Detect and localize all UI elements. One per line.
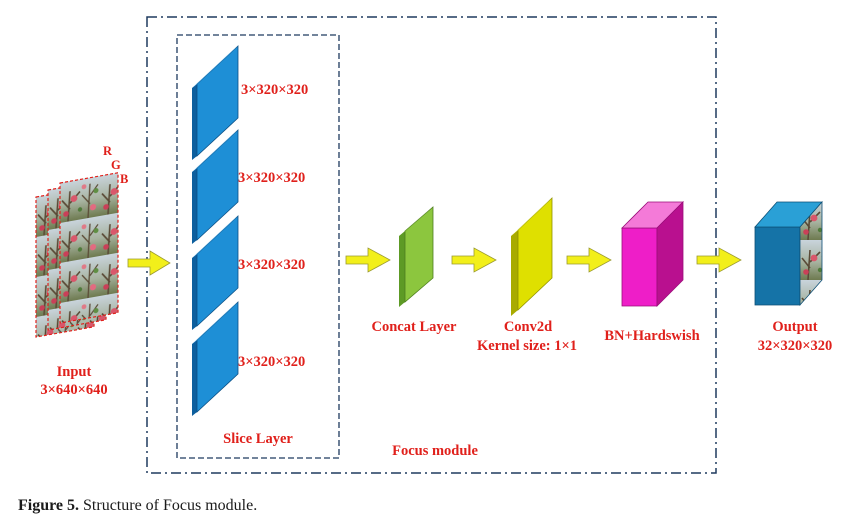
channel-label-b: B	[120, 172, 128, 186]
slice-dims-1: 3×320×320	[241, 82, 308, 98]
slice-dims-3: 3×320×320	[238, 257, 305, 273]
slice-layer-label: Slice Layer	[223, 431, 293, 447]
figure-number: Figure 5.	[18, 497, 80, 514]
input-image-stack	[35, 172, 119, 338]
bn-hardswish-label: BN+Hardswish	[604, 328, 699, 344]
conv2d-label: Conv2d	[504, 319, 552, 335]
conv2d-block	[511, 197, 553, 316]
slice-dims-4: 3×320×320	[238, 354, 305, 370]
arrow-concat-to-conv	[451, 247, 497, 273]
slice-layer-border	[176, 34, 340, 459]
slice-block-3	[192, 215, 239, 330]
bn-hardswish-block	[621, 201, 684, 307]
slice-block-1	[192, 45, 239, 160]
input-dims: 3×640×640	[40, 382, 107, 398]
arrow-bn-to-output	[696, 247, 742, 273]
output-block	[754, 200, 823, 307]
concat-layer-block	[399, 206, 434, 307]
concat-layer-label: Concat Layer	[372, 319, 458, 335]
output-dims: 32×320×320	[758, 338, 833, 354]
figure-caption: Figure 5. Structure of Focus module.	[18, 497, 257, 515]
channel-label-g: G	[111, 158, 121, 172]
slice-block-4	[192, 301, 239, 416]
conv2d-kernel-label: Kernel size: 1×1	[477, 338, 577, 354]
slice-dims-2: 3×320×320	[238, 170, 305, 186]
channel-label-r: R	[103, 144, 113, 158]
focus-module-border	[146, 16, 717, 474]
figure-caption-text: Structure of Focus module.	[83, 497, 258, 514]
input-label: Input	[57, 364, 92, 380]
focus-module-label: Focus module	[392, 443, 478, 459]
slice-block-2	[192, 129, 239, 244]
arrow-conv-to-bn	[566, 247, 612, 273]
output-label: Output	[772, 319, 817, 335]
arrow-input-to-slice	[127, 250, 171, 276]
arrow-slice-to-concat	[345, 247, 391, 273]
